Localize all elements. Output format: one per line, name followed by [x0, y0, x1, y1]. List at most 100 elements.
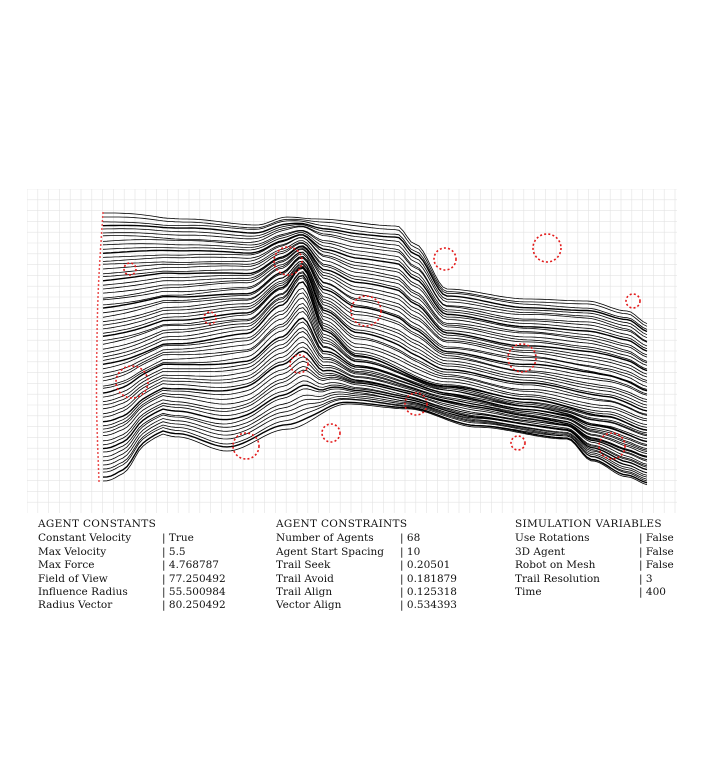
simulation-variables-title: SIMULATION VARIABLES	[515, 518, 662, 530]
agent-trail	[102, 356, 648, 458]
agent-start-point	[96, 432, 99, 434]
agent-trail	[102, 391, 648, 474]
agent-start-point	[102, 212, 104, 214]
param-row: Robot on MeshFalse	[515, 559, 674, 572]
agent-start-point	[97, 456, 99, 458]
agent-trail	[102, 336, 648, 451]
param-row: Use Rotations False	[515, 532, 674, 545]
agent-trail	[102, 224, 648, 336]
param-key: Constant Velocity	[38, 532, 132, 545]
agent-start-point	[96, 428, 98, 430]
agent-trail	[102, 230, 648, 343]
agent-start-point	[96, 344, 98, 346]
param-value: 4.768787	[162, 559, 219, 572]
agent-constraints-panel: AGENT CONSTRAINTS Number of Agents68Agen…	[276, 518, 457, 613]
param-key: Radius Vector	[38, 599, 113, 612]
agent-trail	[102, 346, 648, 454]
trail-canvas	[27, 189, 677, 513]
agent-constants-rows: Constant VelocityTrueMax Velocity5.5Max …	[38, 532, 226, 612]
agent-start-point	[95, 372, 98, 374]
agent-trail	[102, 393, 648, 476]
attractor-circle	[115, 365, 149, 399]
param-row: Trail Resolution3	[515, 573, 674, 586]
agent-trail	[102, 230, 648, 347]
agent-trail	[102, 271, 648, 416]
agent-start-point	[95, 408, 98, 410]
agent-start-point	[97, 292, 100, 294]
agent-start-point	[95, 400, 98, 402]
agent-start-point	[101, 228, 103, 230]
agent-trail	[102, 297, 648, 435]
param-row: Number of Agents68	[276, 532, 457, 545]
agent-trail	[102, 226, 648, 342]
agent-trail	[102, 398, 648, 482]
attractor-circle	[532, 233, 562, 263]
simulation-variables-panel: SIMULATION VARIABLES Use RotationsFalse3…	[515, 518, 674, 599]
agent-trail	[102, 268, 648, 415]
agent-start-point	[95, 356, 98, 358]
param-key: Trail Seek	[276, 559, 331, 572]
agent-start-point	[96, 304, 99, 306]
agent-trail	[102, 262, 648, 403]
param-value: 0.125318	[400, 586, 457, 599]
agent-start-point	[97, 288, 100, 290]
agent-start-point	[98, 272, 100, 274]
agent-start-point	[97, 284, 100, 286]
agent-start-point	[96, 424, 98, 426]
agent-start-point	[95, 384, 98, 386]
agent-trail	[103, 216, 648, 327]
agent-trail	[102, 237, 648, 362]
agent-trail	[102, 395, 648, 478]
attractor-circle	[510, 435, 526, 451]
param-row: Vector Align0.534393	[276, 599, 457, 612]
param-key: Max Velocity	[38, 545, 107, 558]
agent-trail	[102, 265, 648, 409]
param-key: Trail Resolution	[515, 572, 600, 585]
agent-constraints-rows: Number of Agents68Agent Start Spacing10T…	[276, 532, 457, 612]
param-key: Agent Start Spacing	[276, 545, 384, 558]
agent-trail	[103, 212, 648, 325]
param-value: False	[639, 546, 674, 559]
attractor-circle	[433, 247, 457, 271]
agent-trail	[102, 251, 648, 383]
param-value: 400	[639, 586, 666, 599]
agent-start-point	[95, 416, 98, 418]
agent-start-point	[96, 448, 99, 450]
agent-trail	[102, 302, 648, 437]
agent-start-point	[96, 444, 99, 446]
agent-trail	[102, 232, 648, 350]
param-key: Vector Align	[276, 599, 342, 612]
agent-trail	[102, 246, 648, 375]
agent-start-point	[101, 216, 104, 218]
agent-trail	[102, 234, 648, 352]
param-key: Field of View	[38, 572, 108, 585]
agent-start-point	[99, 248, 102, 250]
agent-trail	[102, 331, 648, 449]
attractor-circle	[273, 246, 303, 276]
agent-trail	[102, 397, 648, 480]
agent-start-point	[95, 380, 98, 382]
agent-start-point	[101, 224, 104, 226]
param-value: 55.500984	[162, 586, 226, 599]
param-row: Time 400	[515, 586, 674, 599]
attractor-circle	[625, 293, 641, 309]
agent-start-point	[95, 396, 98, 398]
agent-trail	[102, 317, 648, 443]
agent-trail	[102, 255, 648, 392]
agent-trail	[102, 275, 648, 425]
param-value: False	[639, 532, 674, 545]
agent-start-point	[95, 352, 98, 354]
agent-trail	[102, 360, 648, 461]
agent-start-point	[96, 348, 98, 350]
agent-start-point	[98, 268, 101, 270]
param-key: Use Rotations	[515, 532, 590, 545]
param-key: Robot on Mesh	[515, 559, 596, 572]
param-row: Agent Start Spacing10	[276, 546, 457, 559]
agent-trail	[102, 245, 648, 372]
agent-start-point	[95, 404, 98, 406]
param-key: Time	[515, 586, 542, 599]
agent-constants-title: AGENT CONSTANTS	[38, 518, 157, 530]
agent-trail	[102, 292, 648, 434]
agent-start-point	[96, 332, 98, 334]
attractor-circle	[507, 343, 537, 373]
